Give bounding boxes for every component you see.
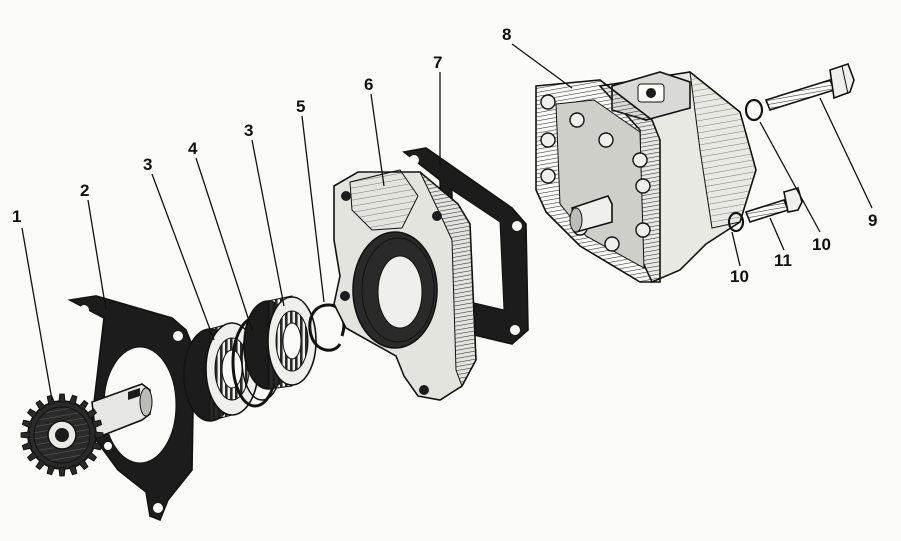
gear-tooth bbox=[68, 394, 78, 406]
gear-tooth bbox=[58, 467, 66, 477]
leader-c1 bbox=[21, 227, 53, 401]
washer-upper bbox=[744, 98, 764, 122]
pump-body bbox=[535, 70, 757, 284]
gear-tooth bbox=[21, 441, 33, 451]
leader-lines bbox=[21, 43, 873, 401]
leader-c3a bbox=[151, 173, 215, 341]
leader-c2 bbox=[87, 199, 107, 311]
gear-tooth bbox=[20, 431, 30, 439]
gear-tooth bbox=[86, 451, 98, 462]
callout-c8: 8 bbox=[502, 25, 511, 44]
callout-c9: 9 bbox=[868, 211, 877, 230]
gear-tooth bbox=[78, 399, 89, 411]
gear-tooth bbox=[46, 464, 56, 476]
callout-c1: 1 bbox=[12, 207, 21, 226]
callout-c2: 2 bbox=[80, 181, 89, 200]
gear-tooth bbox=[86, 408, 98, 419]
gear-tooth bbox=[78, 459, 89, 471]
gear-tooth bbox=[35, 459, 46, 471]
callout-c10a: 10 bbox=[812, 235, 831, 254]
callout-c10b: 10 bbox=[730, 267, 749, 286]
gear-tooth bbox=[26, 451, 38, 462]
leader-c9 bbox=[819, 97, 873, 209]
leader-c10a bbox=[759, 121, 821, 233]
leader-c5 bbox=[301, 115, 325, 303]
gear-tooth bbox=[26, 408, 38, 419]
gear-tooth bbox=[91, 441, 103, 451]
leader-c11 bbox=[769, 217, 785, 251]
leader-c10b bbox=[731, 231, 741, 267]
leader-c6 bbox=[370, 93, 385, 187]
gear-tooth bbox=[68, 464, 78, 476]
washer-lower bbox=[727, 211, 745, 233]
callout-c4: 4 bbox=[188, 139, 198, 158]
callout-c11: 11 bbox=[774, 251, 792, 270]
gear-tooth bbox=[91, 419, 103, 429]
short-bolt bbox=[744, 187, 803, 223]
callout-c3b: 3 bbox=[244, 121, 253, 140]
callout-c5: 5 bbox=[296, 97, 305, 116]
flange-housing bbox=[333, 169, 477, 401]
long-bolt bbox=[764, 62, 855, 111]
bearing-b bbox=[243, 295, 317, 390]
gear-shaft bbox=[20, 383, 153, 477]
callout-labels: 1 2 3 4 3 5 6 7 8 9 10 11 10 bbox=[12, 25, 877, 286]
leader-c4 bbox=[195, 157, 253, 331]
gear-tooth bbox=[35, 399, 46, 411]
callout-c7: 7 bbox=[433, 53, 442, 72]
gear-tooth bbox=[21, 419, 33, 429]
leader-c8 bbox=[511, 43, 573, 89]
gear-tooth bbox=[94, 431, 104, 439]
callout-c6: 6 bbox=[364, 75, 373, 94]
gear-tooth bbox=[58, 393, 66, 403]
callout-c3a: 3 bbox=[143, 155, 152, 174]
leader-c3b bbox=[251, 139, 285, 307]
